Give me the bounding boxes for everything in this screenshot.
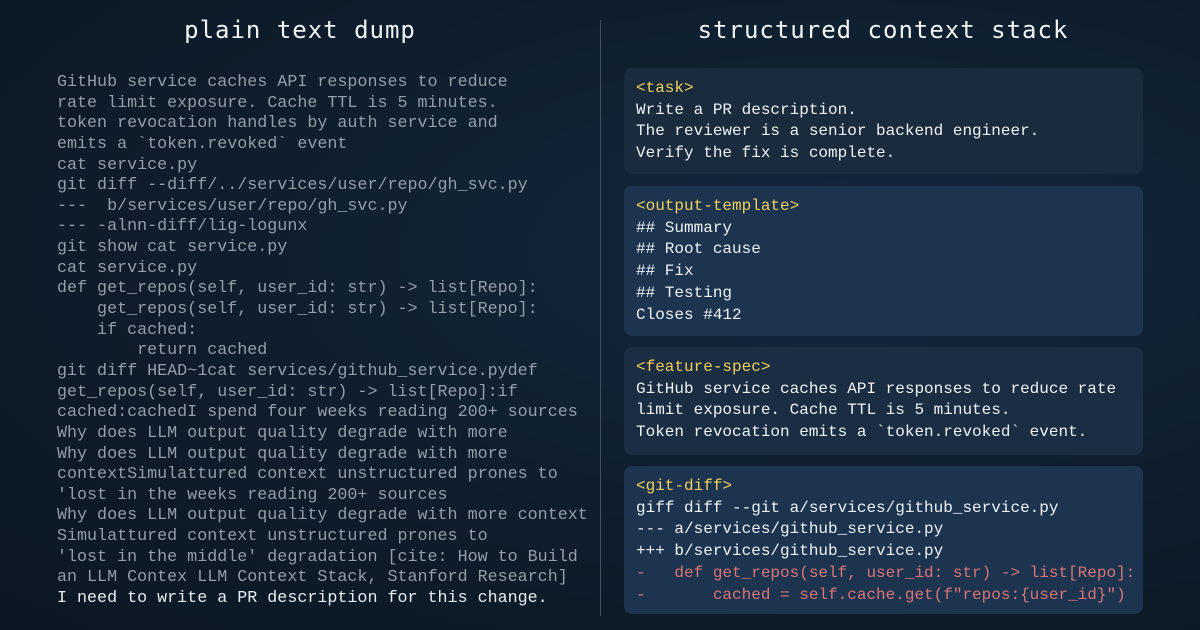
card-line: ## Root cause — [636, 240, 761, 259]
plain-text-dump-title: plain text dump — [184, 16, 416, 44]
card-line: giff diff --git a/services/github_servic… — [636, 498, 1059, 517]
feature-spec-card: <feature-spec> GitHub service caches API … — [624, 347, 1143, 455]
dump-line: if cached: — [57, 320, 198, 340]
dump-line: Simulattured context unstructured prones… — [57, 527, 488, 547]
card-line: ## Fix — [636, 262, 694, 281]
dump-line: --- b/services/user/repo/gh_svc.py — [57, 196, 408, 216]
dump-line: get_repos(self, user_id: str) -> list[Re… — [57, 300, 538, 320]
dump-line: Why does LLM output quality degrade with… — [57, 444, 508, 464]
dump-line: cat service.py — [57, 258, 198, 278]
dump-line: Why does LLM output quality degrade with… — [57, 423, 508, 443]
card-tag: <task> — [636, 79, 694, 97]
dump-line: emits a `token.revoked` event — [57, 134, 348, 154]
card-line: Write a PR description. — [636, 100, 857, 119]
card-tag: <feature-spec> — [636, 358, 771, 376]
diff-removed-line: - def get_repos(self, user_id: str) -> l… — [636, 563, 1136, 582]
dump-line: --- -alnn-diff/lig-logunx — [57, 217, 308, 237]
card-line: Closes #412 — [636, 305, 742, 324]
plain-text-dump: GitHub service caches API responses to r… — [57, 73, 588, 610]
dump-line: Why does LLM output quality degrade with… — [57, 506, 588, 526]
dump-line: GitHub service caches API responses to r… — [57, 73, 508, 92]
card-line: ## Testing — [636, 283, 733, 302]
diff-removed-line: - cached = self.cache.get(f"repos:{user_… — [636, 585, 1126, 604]
dump-line: 'lost in the middle' degradation [cite: … — [57, 547, 578, 567]
dump-line: 'lost in the weeks reading 200+ sources — [57, 485, 448, 505]
dump-line: get_repos(self, user_id: str) -> list[Re… — [57, 382, 518, 402]
card-tag: <git-diff> — [636, 477, 733, 495]
dump-line: return cached — [57, 341, 268, 361]
dump-line: an LLM Contex LLM Context Stack, Stanfor… — [57, 568, 568, 588]
dump-line: contextSimulattured context unstructured… — [57, 465, 558, 485]
dump-line: git diff --diff/../services/user/repo/gh… — [57, 176, 528, 196]
dump-line: git show cat service.py — [57, 238, 288, 258]
task-card: <task> Write a PR description. The reviewe… — [624, 68, 1143, 174]
dump-line: git diff HEAD~1cat services/github_servi… — [57, 361, 538, 381]
card-line: Token revocation emits a `token.revoked`… — [636, 423, 1088, 442]
card-line: +++ b/services/github_service.py — [636, 542, 944, 561]
git-diff-card: <git-diff> giff diff --git a/services/git… — [624, 466, 1143, 614]
dump-line: cached:cachedI spend four weeks reading … — [57, 403, 578, 423]
panel-divider — [600, 20, 601, 616]
structured-context-stack-title: structured context stack — [697, 16, 1069, 44]
dump-line: def get_repos(self, user_id: str) -> lis… — [57, 279, 538, 299]
dump-line: token revocation handles by auth service… — [57, 114, 498, 134]
dump-final-line: I need to write a PR description for thi… — [57, 589, 548, 609]
card-line: GitHub service caches API responses to r… — [636, 379, 1117, 398]
card-tag: <output-template> — [636, 197, 800, 215]
card-line: limit exposure. Cache TTL is 5 minutes. — [636, 401, 1011, 420]
output-template-card: <output-template> ## Summary ## Root cause… — [624, 186, 1143, 336]
card-line: --- a/services/github_service.py — [636, 520, 944, 539]
card-line: Verify the fix is complete. — [636, 144, 896, 163]
dump-line: rate limit exposure. Cache TTL is 5 minu… — [57, 93, 498, 113]
card-line: ## Summary — [636, 218, 733, 237]
dump-line: cat service.py — [57, 155, 198, 175]
card-line: The reviewer is a senior backend enginee… — [636, 122, 1040, 141]
